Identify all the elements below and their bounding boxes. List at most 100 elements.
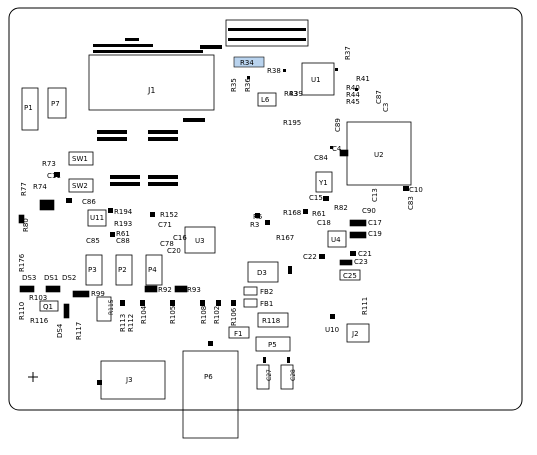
label-R168: R168 (283, 209, 301, 217)
label-SW2: SW2 (72, 182, 88, 190)
component-U4[interactable]: U4 (327, 230, 347, 248)
component-P5[interactable]: P5 (255, 336, 291, 352)
label-R104: R104 (140, 305, 148, 324)
label-DS2: DS2 (62, 274, 76, 282)
label-R73: R73 (42, 160, 56, 168)
small-labels: R38 R39 R43 R41 R40 R44 R45 R195 C4 C84 … (22, 67, 423, 325)
label-R117: R117 (75, 322, 83, 340)
label-P1: P1 (24, 104, 33, 112)
component-P6[interactable]: P6 (182, 350, 239, 439)
component-U10[interactable]: U10 (325, 326, 339, 334)
label-R193: R193 (114, 220, 132, 228)
label-P7: P7 (51, 100, 60, 108)
component-Q1[interactable]: Q1 (39, 300, 59, 312)
label-U4: U4 (331, 236, 341, 244)
component-P4[interactable]: P4 (145, 254, 163, 286)
label-R110: R110 (18, 302, 26, 320)
label-P4: P4 (148, 266, 157, 274)
crosshair-icon (28, 372, 38, 382)
component-P2[interactable]: P2 (115, 254, 133, 286)
label-C87: C87 (375, 90, 383, 104)
component-U3[interactable]: U3 (184, 226, 216, 254)
label-U3: U3 (195, 237, 205, 245)
label-R152: R152 (160, 211, 178, 219)
component-C25[interactable]: C25 (339, 269, 361, 281)
component-U2[interactable]: U2 (346, 121, 412, 186)
component-P1[interactable]: P1 (21, 87, 39, 131)
label-F1: F1 (234, 330, 242, 338)
label-C22: C22 (303, 253, 317, 261)
label-C10: C10 (409, 186, 423, 194)
label-C78: C78 (160, 240, 174, 248)
label-P3: P3 (88, 266, 97, 274)
label-C28: C28 (290, 369, 297, 381)
component-C27[interactable]: C27 (256, 364, 273, 390)
label-R112: R112 (127, 314, 135, 332)
component-F1[interactable]: F1 (228, 326, 250, 339)
label-R80: R80 (22, 218, 30, 232)
label-R36: R36 (244, 78, 252, 92)
label-R194: R194 (114, 208, 133, 216)
label-C85: C85 (86, 237, 100, 245)
j1-pins (93, 44, 203, 53)
component-P7[interactable]: P7 (47, 87, 67, 119)
label-R41: R41 (356, 75, 370, 83)
component-R115[interactable]: R115 (96, 296, 115, 322)
label-R3: R3 (250, 221, 259, 229)
component-FB2[interactable]: FB2 (243, 286, 273, 296)
label-C11: C11 (47, 172, 61, 180)
component-U11[interactable]: U11 (87, 209, 107, 227)
label-R34: R34 (240, 59, 254, 67)
component-P3[interactable]: P3 (85, 254, 103, 286)
label-C90: C90 (362, 207, 376, 215)
resistor-arrays (97, 38, 222, 186)
label-R115: R115 (108, 299, 115, 315)
label-C19: C19 (368, 230, 382, 238)
component-SW1[interactable]: SW1 (68, 151, 94, 166)
label-R102: R102 (213, 306, 221, 324)
component-J1[interactable]: J1 (88, 54, 215, 111)
label-R61b: R61 (312, 210, 326, 218)
component-R34-selected[interactable]: R34 (233, 56, 265, 68)
component-Y1[interactable]: Y1 (315, 171, 333, 193)
component-L6[interactable]: L6 (257, 92, 277, 107)
label-SW1: SW1 (72, 155, 88, 163)
component-FB1[interactable]: FB1 (243, 298, 273, 308)
label-P2: P2 (118, 266, 127, 274)
label-R103: R103 (29, 294, 47, 302)
label-C86: C86 (82, 198, 96, 206)
label-R74: R74 (33, 183, 47, 191)
component-R118[interactable]: R118 (257, 312, 289, 328)
label-R39: R39 (289, 90, 303, 98)
component-U1[interactable]: U1 (301, 62, 335, 96)
label-C4: C4 (332, 145, 342, 153)
label-R92: R92 (158, 286, 172, 294)
label-C88: C88 (116, 237, 130, 245)
label-C84: C84 (314, 154, 328, 162)
label-U2: U2 (374, 151, 384, 159)
component-D3[interactable]: D3 (247, 261, 279, 283)
label-R113: R113 (119, 314, 127, 332)
component-C28[interactable]: C28 (280, 364, 297, 390)
label-R195: R195 (283, 119, 301, 127)
label-C20: C20 (167, 247, 181, 255)
label-R35: R35 (230, 78, 238, 92)
label-U10: U10 (325, 326, 339, 334)
component-J3[interactable]: J3 (100, 360, 166, 400)
label-C89: C89 (334, 118, 342, 132)
label-U11: U11 (90, 214, 104, 222)
small-footprints (18, 68, 409, 385)
component-SW2[interactable]: SW2 (68, 178, 94, 193)
label-R77: R77 (20, 182, 28, 196)
label-R118: R118 (262, 317, 280, 325)
label-R93: R93 (187, 286, 201, 294)
label-J1: J1 (147, 86, 155, 95)
label-DS1: DS1 (44, 274, 58, 282)
label-R82: R82 (334, 204, 348, 212)
label-DS3: DS3 (22, 274, 36, 282)
component-top-connector[interactable] (225, 19, 309, 47)
label-R45: R45 (346, 98, 360, 106)
component-J2[interactable]: J2 (346, 323, 370, 343)
label-C23: C23 (354, 258, 368, 266)
